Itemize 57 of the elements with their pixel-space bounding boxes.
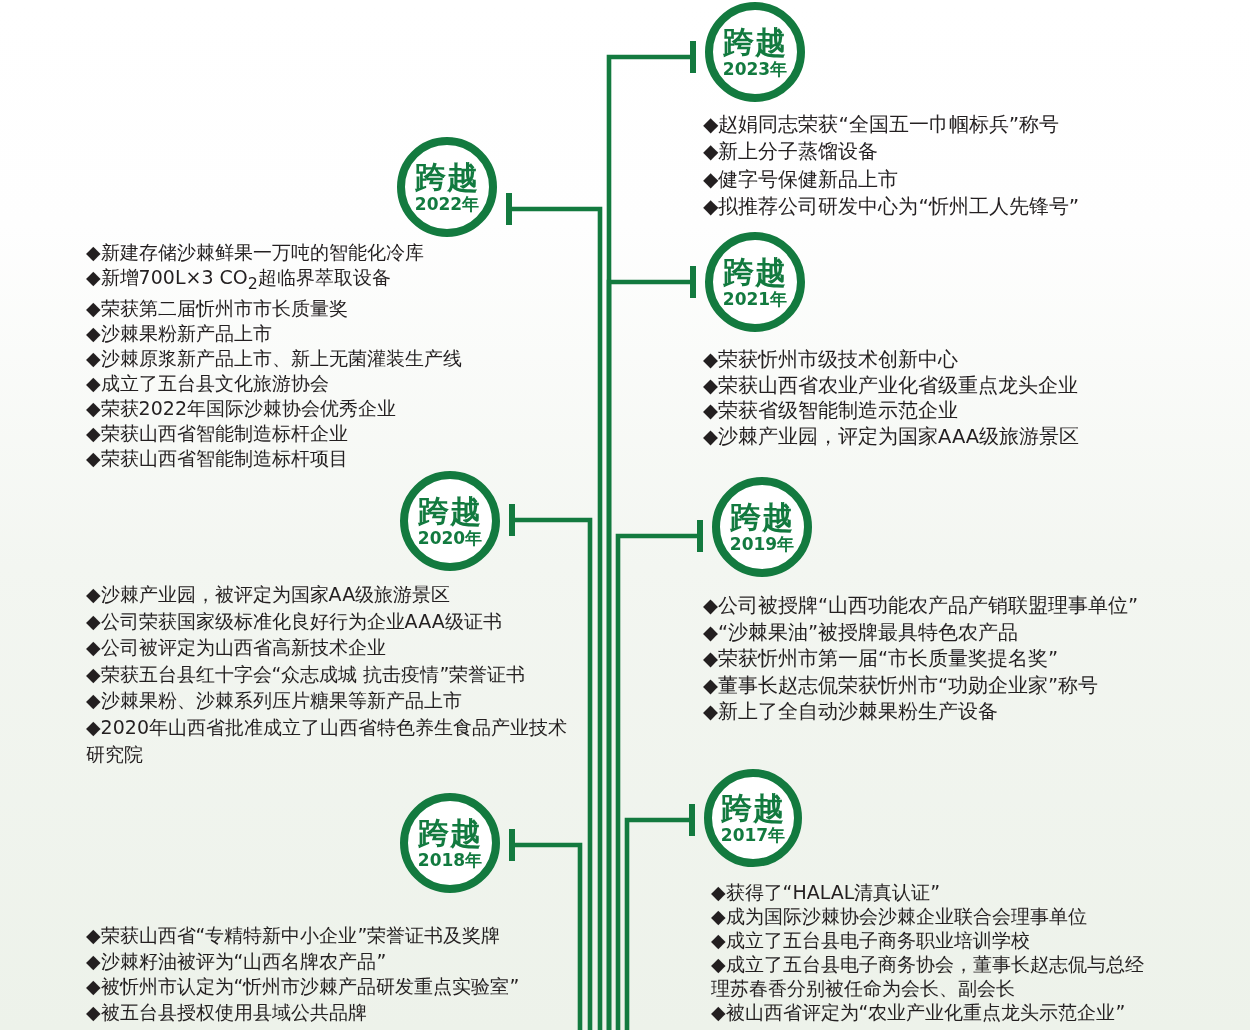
milestone-item: ◆荣获忻州市第一届“市长质量奖提名奖” [703, 646, 1060, 672]
circle-heading: 跨越 [723, 255, 787, 289]
milestone-item: ◆公司荣获国家级标准化良好行为企业AAA级证书 [86, 608, 503, 634]
timeline-connector [624, 804, 695, 1030]
year-label: 2017年 [720, 825, 786, 845]
circle-heading: 跨越 [418, 494, 482, 528]
circle-heading: 跨越 [723, 25, 787, 59]
milestone-item: ◆赵娟同志荣获“全国五一巾帼标兵”称号 [703, 111, 1061, 138]
milestone-item: ◆健字号保健新品上市 [703, 165, 900, 193]
milestone-item: ◆董事长赵志侃荣获忻州市“功勋企业家”称号 [703, 672, 1100, 699]
timeline-connector [606, 266, 696, 1030]
milestone-item: ◆成立了五台县电子商务职业培训学校 [711, 928, 1031, 952]
milestone-item: ◆获得了“HALAL清真认证” [711, 880, 942, 904]
milestone-item: ◆荣获第二届忻州市市长质量奖 [86, 295, 349, 321]
year-label: 2020年 [417, 528, 483, 548]
milestone-item: ◆成立了五台县电子商务协会，董事长赵志侃与总经理苏春香分别被任命为会长、副会长 [711, 952, 1145, 1000]
timeline-connector [506, 193, 603, 1030]
milestone-item: ◆成为国际沙棘协会沙棘企业联合会理事单位 [711, 904, 1088, 928]
milestone-item: ◆沙棘果粉、沙棘系列压片糖果等新产品上市 [86, 688, 463, 714]
milestone-item: ◆荣获山西省“专精特新中小企业”荣誉证书及奖牌 [86, 923, 502, 948]
milestone-item: ◆沙棘果粉新产品上市 [86, 320, 273, 346]
year-label: 2023年 [722, 59, 788, 79]
milestone-item: ◆新上了全自动沙棘果粉生产设备 [703, 699, 999, 725]
circle-heading: 跨越 [730, 500, 794, 534]
year-label: 2019年 [729, 534, 795, 554]
milestone-item: ◆荣获省级智能制造示范企业 [703, 398, 959, 425]
milestone-item: ◆被五台县授权使用县域公共品牌 [86, 999, 368, 1025]
milestone-item: ◆公司被授牌“山西功能农产品产销联盟理事单位” [703, 593, 1140, 619]
milestone-item: ◆新上分子蒸馏设备 [703, 138, 880, 166]
milestone-item: ◆公司被评定为山西省高新技术企业 [86, 635, 387, 661]
circle-heading: 跨越 [721, 791, 785, 825]
milestone-item: ◆荣获忻州市级技术创新中心 [703, 347, 959, 373]
milestone-item: ◆荣获五台县红十字会“众志成城 抗击疫情”荣誉证书 [86, 661, 527, 687]
milestone-item: ◆荣获山西省农业产业化省级重点龙头企业 [703, 372, 1079, 399]
milestone-item: ◆荣获山西省智能制造标杆项目 [86, 445, 349, 471]
timeline-connector [615, 520, 703, 1030]
milestone-item: ◆成立了五台县文化旅游协会 [86, 370, 330, 396]
milestone-item: ◆沙棘产业园，被评定为国家AA级旅游景区 [86, 582, 452, 607]
milestone-item: ◆拟推荐公司研发中心为“忻州工人先锋号” [703, 193, 1081, 221]
timeline-connector [509, 829, 583, 1030]
circle-heading: 跨越 [415, 160, 479, 194]
year-label: 2018年 [417, 850, 483, 870]
year-label: 2022年 [414, 194, 480, 214]
milestone-item: ◆新增700L×3 CO$_{2}$超临界萃取设备 [86, 265, 392, 295]
milestone-item: ◆“沙棘果油”被授牌最具特色农产品 [703, 619, 1020, 646]
year-label: 2021年 [722, 289, 788, 309]
milestone-item: ◆2020年山西省批准成立了山西省特色养生食品产业技术研究院 [86, 714, 568, 767]
milestone-item: ◆被山西省评定为“农业产业化重点龙头示范企业” [711, 1000, 1127, 1024]
milestone-item: ◆被忻州市认定为“忻州市沙棘产品研发重点实验室” [86, 974, 521, 999]
milestone-item: ◆新建存储沙棘鲜果一万吨的智能化冷库 [86, 240, 425, 265]
milestone-item: ◆荣获2022年国际沙棘协会优秀企业 [86, 395, 397, 421]
timeline-connector [509, 504, 593, 1030]
milestone-item: ◆荣获山西省智能制造标杆企业 [86, 420, 349, 446]
milestone-item: ◆沙棘产业园，评定为国家AAA级旅游景区 [703, 424, 1081, 450]
circle-heading: 跨越 [418, 816, 482, 850]
milestone-item: ◆沙棘原浆新产品上市、新上无菌灌装生产线 [86, 345, 463, 371]
milestone-item: ◆沙棘籽油被评为“山西名牌农产品” [86, 948, 388, 974]
